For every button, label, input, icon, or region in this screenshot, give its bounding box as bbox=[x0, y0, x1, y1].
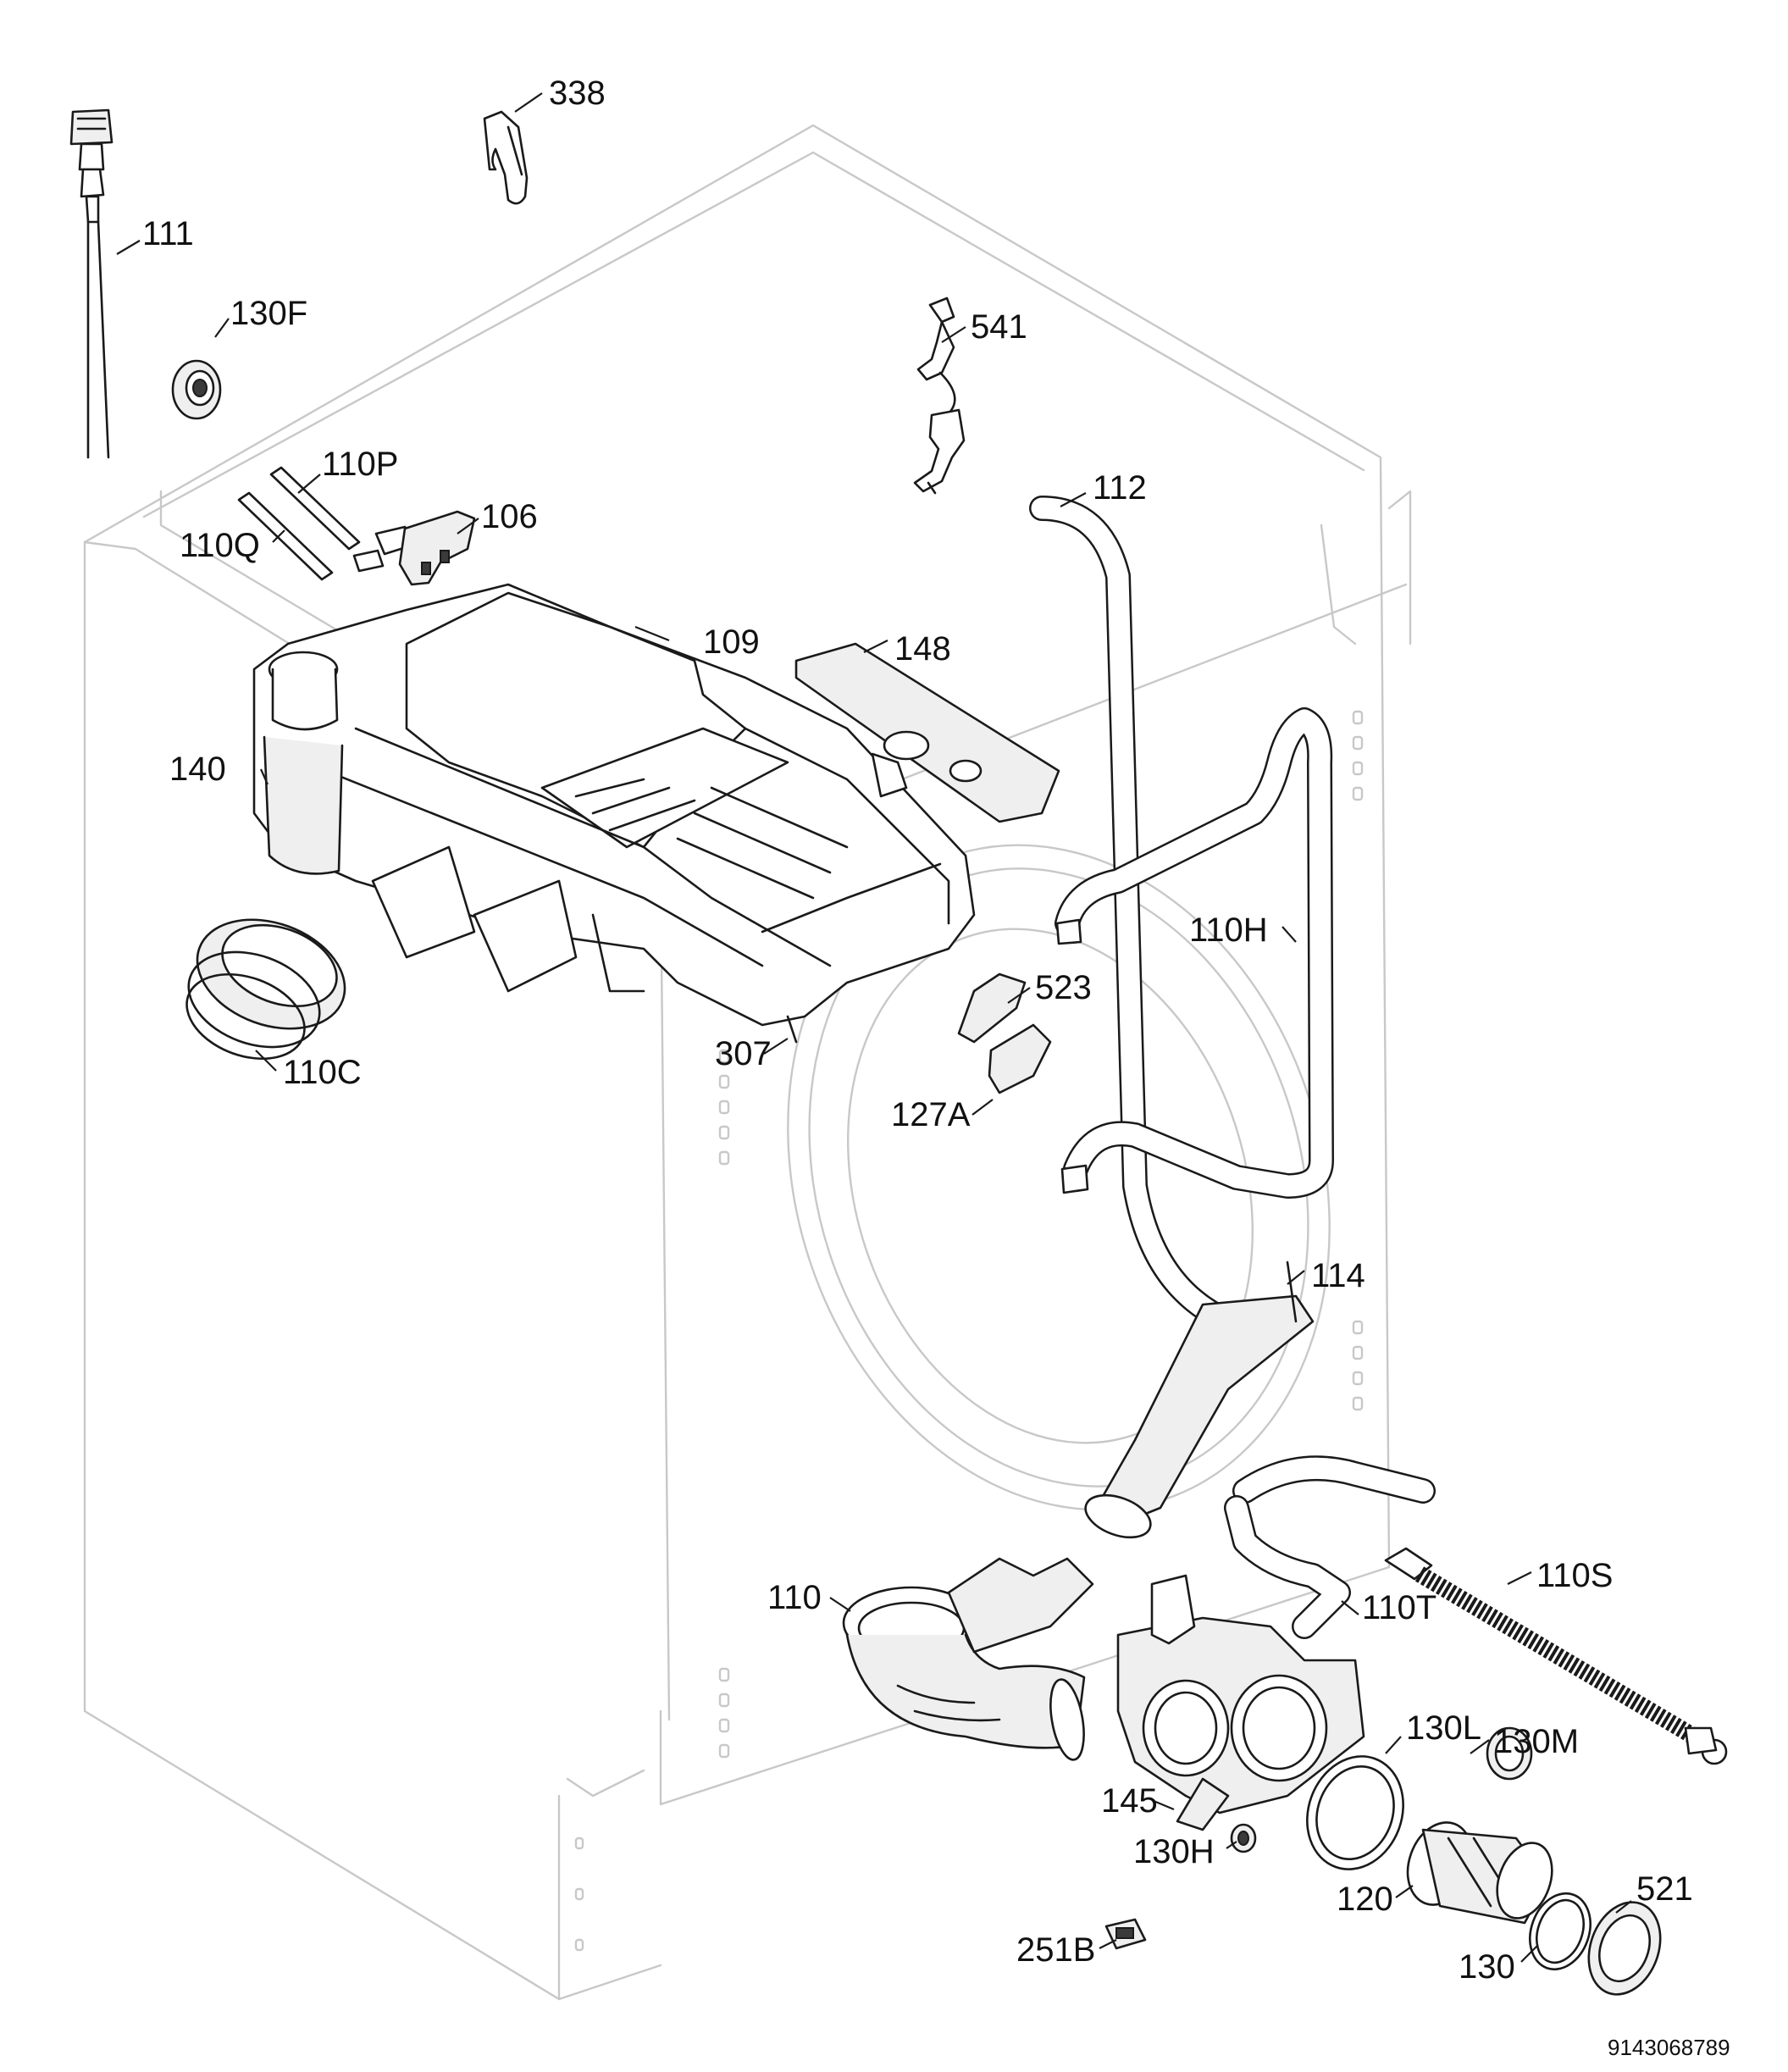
part-114-pipe bbox=[1084, 1260, 1315, 1539]
part-541-wiring bbox=[913, 296, 966, 495]
label-127A: 127A bbox=[891, 1096, 971, 1133]
label-130H: 130H bbox=[1133, 1833, 1215, 1870]
part-338-hose-clip bbox=[483, 110, 529, 205]
part-251B-cap bbox=[1104, 1918, 1147, 1950]
part-130F-seal bbox=[171, 359, 222, 420]
label-106: 106 bbox=[481, 498, 538, 535]
label-148: 148 bbox=[894, 630, 951, 668]
label-112: 112 bbox=[1093, 469, 1147, 507]
part-106-inlet-valve bbox=[352, 510, 476, 586]
label-110P: 110P bbox=[322, 446, 399, 483]
label-307: 307 bbox=[715, 1035, 772, 1072]
label-110S: 110S bbox=[1536, 1557, 1614, 1594]
label-521: 521 bbox=[1636, 1870, 1693, 1908]
part-521-filter-cap bbox=[1587, 1901, 1662, 1996]
label-110: 110 bbox=[767, 1579, 822, 1616]
part-110C-bellows bbox=[185, 918, 346, 1061]
label-130L: 130L bbox=[1406, 1709, 1481, 1747]
part-110-sump-hose bbox=[842, 1557, 1094, 1761]
label-140: 140 bbox=[169, 751, 226, 788]
label-110H: 110H bbox=[1189, 911, 1268, 949]
part-130-seal bbox=[1529, 1892, 1591, 1971]
label-130F: 130F bbox=[230, 295, 308, 332]
label-338: 338 bbox=[549, 75, 606, 112]
part-130M-seal bbox=[1486, 1726, 1533, 1781]
part-130H-plug bbox=[1230, 1823, 1257, 1853]
part-110H-hose bbox=[1055, 707, 1334, 1199]
label-523: 523 bbox=[1035, 969, 1092, 1006]
part-130L-seal bbox=[1306, 1755, 1404, 1870]
part-110S-drain-hose bbox=[1384, 1547, 1728, 1765]
label-541: 541 bbox=[971, 308, 1027, 346]
label-114: 114 bbox=[1311, 1257, 1365, 1294]
part-127A-holder bbox=[988, 1023, 1052, 1094]
label-109: 109 bbox=[703, 623, 760, 661]
part-120-filter bbox=[1406, 1821, 1553, 1925]
part-109-dispenser-housing bbox=[252, 583, 976, 1044]
part-111-inlet-hose bbox=[69, 108, 113, 459]
document-number: 9143068789 bbox=[1608, 2035, 1730, 2060]
label-120: 120 bbox=[1337, 1881, 1393, 1918]
part-148-drawer-panel bbox=[794, 642, 1060, 823]
label-111: 111 bbox=[142, 215, 194, 252]
leader-lines bbox=[116, 92, 1632, 1963]
part-112-hose bbox=[1029, 496, 1241, 1334]
part-145-drain-pump bbox=[1116, 1574, 1365, 1831]
label-130M: 130M bbox=[1494, 1723, 1580, 1760]
label-145: 145 bbox=[1101, 1782, 1158, 1820]
label-130: 130 bbox=[1459, 1948, 1515, 1986]
label-110Q: 110Q bbox=[180, 527, 260, 564]
label-110T: 110T bbox=[1362, 1589, 1437, 1626]
label-110C: 110C bbox=[283, 1054, 362, 1091]
label-251B: 251B bbox=[1016, 1931, 1096, 1969]
part-523-bracket bbox=[957, 972, 1027, 1044]
part-110T-hose bbox=[1224, 1455, 1436, 1639]
part-110P-110Q-pipes bbox=[237, 466, 361, 581]
